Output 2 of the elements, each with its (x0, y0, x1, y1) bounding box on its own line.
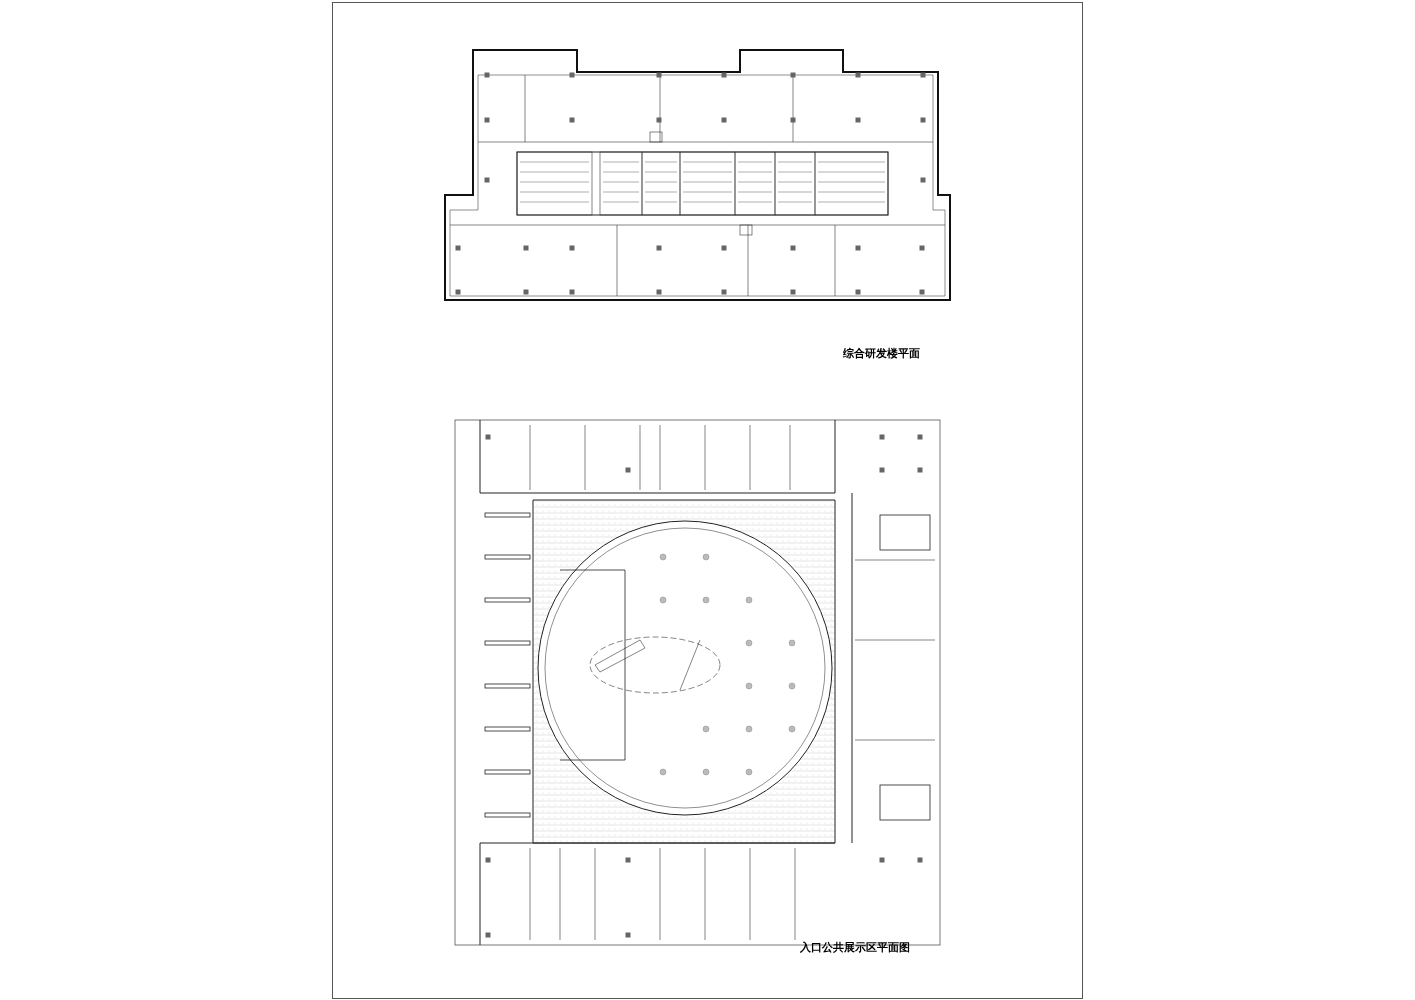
drawing-caption: 入口公共展示区平面图 (800, 941, 910, 955)
drawing-caption: 综合研发楼平面 (843, 347, 920, 361)
